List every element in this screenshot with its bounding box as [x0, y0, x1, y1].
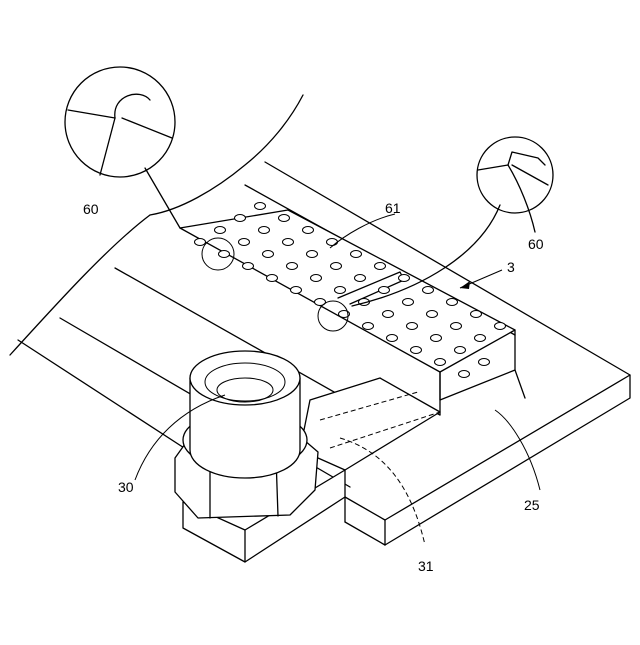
perforation-hole	[375, 263, 386, 270]
perforation-hole	[243, 263, 254, 270]
perforation-hole	[427, 311, 438, 318]
perforation-hole	[235, 215, 246, 222]
label-detail-right: 60	[528, 236, 544, 252]
lead-plate	[300, 378, 440, 545]
perforation-hole	[435, 359, 446, 366]
perforation-hole	[455, 347, 466, 354]
perforation-hole	[351, 251, 362, 258]
perforation-hole	[383, 311, 394, 318]
perforation-hole	[423, 287, 434, 294]
perforation-hole	[287, 263, 298, 270]
perforation-hole	[475, 335, 486, 342]
perforation-hole	[255, 203, 266, 210]
perforation-hole	[267, 275, 278, 282]
perforation-hole	[327, 239, 338, 246]
perforation-hole	[355, 275, 366, 282]
perforation-hole	[399, 275, 410, 282]
perforation-hole	[335, 287, 346, 294]
perforation-hole	[451, 323, 462, 330]
label-lead: 31	[418, 558, 434, 574]
label-base: 25	[524, 497, 540, 513]
perforation-hole	[195, 239, 206, 246]
perforation-hole	[219, 251, 230, 258]
label-detail-left: 60	[83, 201, 99, 217]
perforation-hole	[407, 323, 418, 330]
perforation-hole	[291, 287, 302, 294]
perforation-hole	[283, 239, 294, 246]
perforation-hole	[431, 335, 442, 342]
perforation-hole	[471, 311, 482, 318]
perforation-hole	[263, 251, 274, 258]
perforation-hole	[495, 323, 506, 330]
perforation-hole	[363, 323, 374, 330]
perforation-hole	[479, 359, 490, 366]
perforation-hole	[331, 263, 342, 270]
perforation-hole	[307, 251, 318, 258]
perforation-hole	[239, 239, 250, 246]
label-film: 61	[385, 200, 401, 216]
label-assembly: 3	[507, 259, 515, 275]
perforation-hole	[403, 299, 414, 306]
perforation-hole	[379, 287, 390, 294]
perforation-hole	[387, 335, 398, 342]
label-nut: 30	[118, 479, 134, 495]
perforation-hole	[411, 347, 422, 354]
perforation-hole	[459, 371, 470, 378]
perforation-hole	[303, 227, 314, 234]
perforation-hole	[311, 275, 322, 282]
perforation-hole	[447, 299, 458, 306]
perforation-hole	[215, 227, 226, 234]
perforation-hole	[279, 215, 290, 222]
terminal-nut	[175, 351, 318, 518]
perforation-hole	[259, 227, 270, 234]
